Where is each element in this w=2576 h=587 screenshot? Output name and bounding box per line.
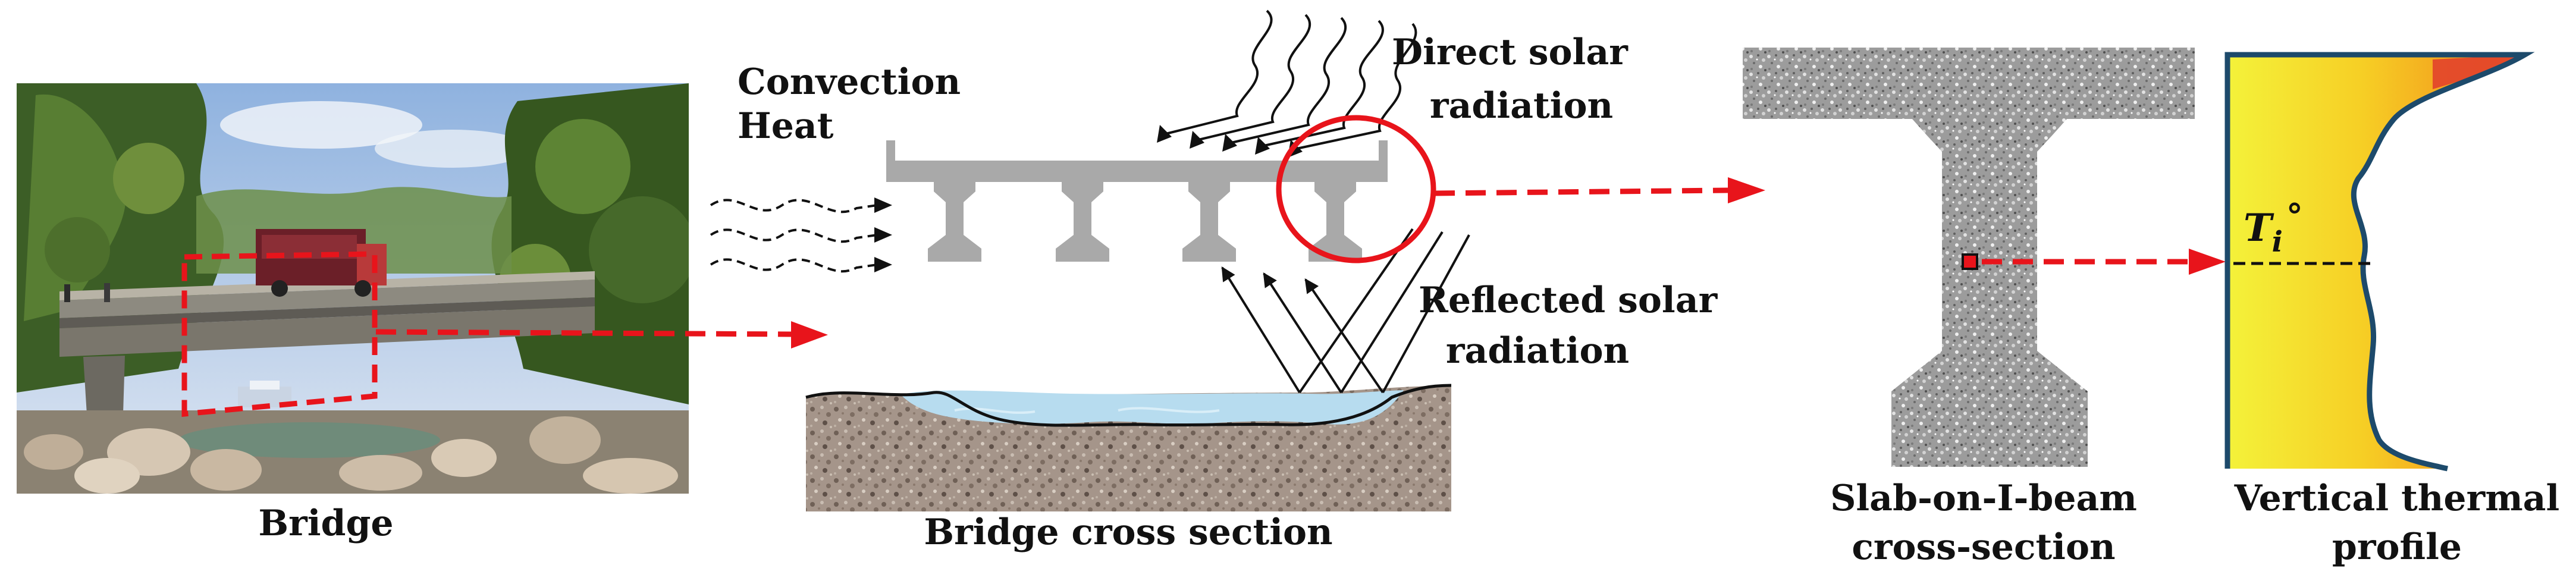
label-slab-line2: cross-section — [1852, 526, 2115, 568]
convection-arrows — [710, 199, 878, 273]
label-direct-line1: Direct solar — [1392, 32, 1629, 73]
girders — [928, 182, 1362, 262]
label-reflected-line2: radiation — [1446, 330, 1629, 372]
arrow-slab-to-profile — [1982, 249, 2226, 275]
convection-arrowheads — [874, 197, 892, 272]
ground-section — [805, 384, 1452, 511]
arrow-section-to-slab — [1434, 177, 1765, 203]
water — [901, 390, 1404, 425]
photo-highlight-box — [181, 251, 378, 417]
label-convection-line2: Heat — [738, 105, 834, 147]
label-profile-line2: profile — [2332, 526, 2462, 568]
label-reflected-line1: Reflected solar — [1419, 280, 1718, 321]
bridge-photo — [17, 83, 689, 494]
label-bridge-cross-section: Bridge cross section — [924, 511, 1332, 553]
deck-slab — [886, 140, 1388, 182]
sample-point — [1962, 253, 1978, 270]
thermal-profile — [2224, 52, 2535, 472]
reflected-radiation-arrows — [1221, 228, 1470, 394]
girder-highlight-circle — [1276, 115, 1436, 263]
label-temperature: Ti° — [2244, 197, 2303, 259]
direct-radiation-arrows — [1165, 10, 1417, 150]
label-convection-line1: Convection — [738, 61, 961, 103]
arrow-photo-to-section — [375, 321, 828, 349]
label-profile-line1: Vertical thermal — [2234, 478, 2560, 519]
label-slab-line1: Slab-on-I-beam — [1830, 478, 2137, 519]
label-bridge: Bridge — [258, 503, 393, 544]
label-direct-line2: radiation — [1430, 85, 1613, 127]
